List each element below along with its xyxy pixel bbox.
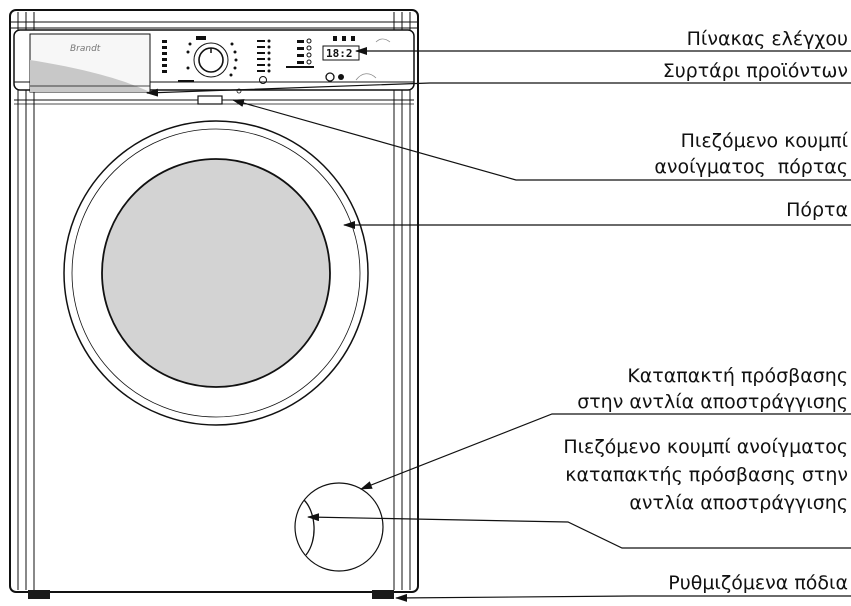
label-door-button-line-2: ανοίγματος πόρτας (654, 156, 848, 178)
detergent-drawer[interactable] (29, 33, 151, 93)
label-pump-hatch: Καταπακτή πρόσβασης στην αντλία αποστράγ… (577, 363, 848, 415)
panel-decor (355, 38, 391, 81)
display-readout: 18:2 (326, 47, 353, 60)
right-foot (372, 590, 394, 599)
option-buttons[interactable] (286, 38, 314, 68)
label-pump-hatch-line-1: Καταπακτή πρόσβασης (627, 365, 848, 387)
program-dial[interactable] (193, 42, 229, 78)
label-control-panel: Πίνακας ελέγχου (686, 28, 848, 50)
power-button[interactable] (325, 72, 335, 82)
label-hatch-button-line-1: Πιεζόμενο κουμπί ανοίγματος (563, 436, 848, 458)
leader-lines (146, 47, 851, 602)
label-hatch-button-line-3: αντλία αποστράγγισης (629, 492, 848, 514)
label-detergent-drawer: Συρτάρι προϊόντων (662, 60, 848, 82)
leader-pump-hatch (360, 413, 851, 490)
label-hatch-button: Πιεζόμενο κουμπί ανοίγματος καταπακτής π… (563, 433, 848, 517)
door-open-button[interactable] (197, 95, 223, 105)
leader-detergent-drawer (146, 82, 851, 97)
left-foot (28, 590, 50, 599)
label-feet: Ρυθμιζόμενα πόδια (668, 572, 848, 594)
dial-program-marks (162, 36, 238, 82)
leader-door-button (232, 99, 851, 181)
label-door-button: Πιεζόμενο κουμπί ανοίγματος πόρτας (654, 128, 848, 180)
door-glass (101, 158, 331, 388)
brand-logo: Brandt (70, 44, 101, 54)
temp-spin-symbols (333, 36, 355, 41)
pause-button[interactable] (338, 74, 344, 80)
label-door: Πόρτα (786, 199, 848, 221)
start-button[interactable] (259, 76, 267, 84)
panel-indicator-dot (236, 88, 242, 94)
pump-hatch[interactable] (294, 482, 384, 572)
label-hatch-button-line-2: καταπακτής πρόσβασης στην (565, 464, 848, 486)
leader-feet (395, 593, 851, 602)
label-pump-hatch-line-2: στην αντλία αποστράγγισης (577, 391, 848, 413)
hatch-open-button[interactable] (303, 499, 315, 556)
leader-hatch-button (307, 513, 851, 549)
option-indicators (257, 39, 271, 73)
label-door-button-line-1: Πιεζόμενο κουμπί (680, 130, 848, 152)
